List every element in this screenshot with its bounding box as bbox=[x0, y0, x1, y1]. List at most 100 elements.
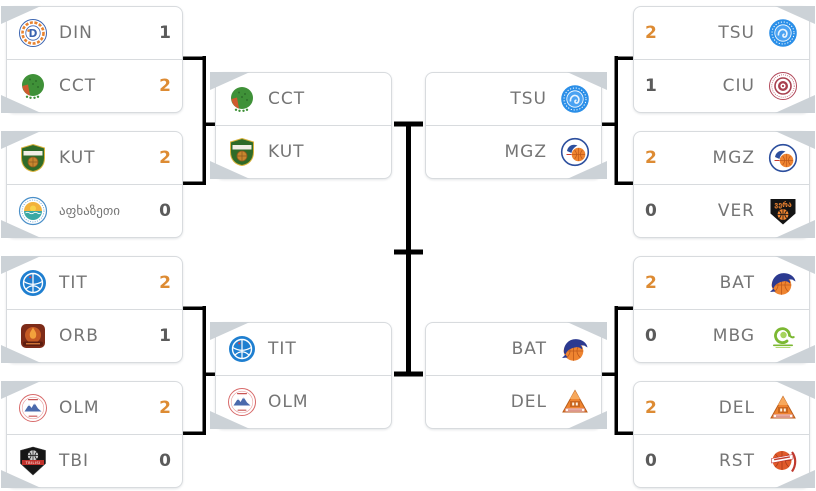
kut-logo bbox=[18, 143, 48, 173]
team-code: KUT bbox=[59, 148, 96, 168]
team-row-kut[interactable]: KUT bbox=[216, 125, 391, 178]
team-code: TIT bbox=[268, 339, 297, 359]
svg-text:TBILISI: TBILISI bbox=[25, 461, 41, 465]
team-code: OLM bbox=[268, 392, 309, 412]
tbi-logo: TBILISI bbox=[18, 446, 48, 476]
match-box: BAT DEL bbox=[425, 322, 607, 429]
team-score: 0 bbox=[645, 326, 657, 346]
olm-logo bbox=[18, 393, 48, 423]
team-code: DEL bbox=[510, 392, 547, 412]
tsu-logo bbox=[560, 84, 590, 114]
team-row-tsu[interactable]: TSU bbox=[426, 73, 601, 125]
team-score: 0 bbox=[159, 451, 171, 471]
team-row-bat[interactable]: BAT bbox=[426, 323, 601, 375]
team-row-cct[interactable]: CCT bbox=[216, 73, 391, 125]
match-box: 2 BAT 0 MBG bbox=[633, 256, 815, 363]
team-score: 0 bbox=[645, 201, 657, 221]
team-score: 2 bbox=[159, 273, 171, 293]
match-box: CCT KUT bbox=[210, 72, 392, 179]
bat-logo bbox=[768, 268, 798, 298]
team-code: აფხაზეთი bbox=[59, 203, 120, 219]
team-code: MGZ bbox=[504, 142, 547, 162]
team-score: 2 bbox=[645, 148, 657, 168]
team-score: 2 bbox=[159, 76, 171, 96]
team-score: 1 bbox=[159, 23, 171, 43]
svg-text:ვერა: ვერა bbox=[774, 201, 792, 209]
team-row-olm[interactable]: OLM 2 bbox=[7, 382, 182, 434]
team-score: 2 bbox=[645, 23, 657, 43]
bat-logo bbox=[560, 334, 590, 364]
team-row-tit[interactable]: TIT bbox=[216, 323, 391, 375]
mgz-logo bbox=[768, 143, 798, 173]
team-score: 1 bbox=[645, 76, 657, 96]
team-code: CCT bbox=[59, 76, 97, 96]
team-code: BAT bbox=[719, 273, 755, 293]
olm-logo bbox=[227, 387, 257, 417]
team-row-bat[interactable]: 2 BAT bbox=[634, 257, 809, 309]
team-row-tit[interactable]: TIT 2 bbox=[7, 257, 182, 309]
team-code: KUT bbox=[268, 142, 305, 162]
match-box: 2 MGZ 0 VER ვერა bbox=[633, 131, 815, 238]
tsu-logo bbox=[768, 18, 798, 48]
team-row-rst[interactable]: 0 RST bbox=[634, 434, 809, 487]
match-box: KUT 2 აფხაზეთი 0 bbox=[1, 131, 183, 238]
mgz-logo bbox=[560, 137, 590, 167]
team-row-mbg[interactable]: 0 MBG bbox=[634, 309, 809, 362]
team-code: MBG bbox=[712, 326, 755, 346]
team-row-olm[interactable]: OLM bbox=[216, 375, 391, 428]
team-score: 2 bbox=[159, 148, 171, 168]
ciu-logo bbox=[768, 71, 798, 101]
ver-logo: ვერა bbox=[768, 196, 798, 226]
match-box: TIT OLM bbox=[210, 322, 392, 429]
team-code: TSU bbox=[510, 89, 547, 109]
team-code: OLM bbox=[59, 398, 100, 418]
team-row-mgz[interactable]: 2 MGZ bbox=[634, 132, 809, 184]
team-score: 0 bbox=[645, 451, 657, 471]
team-code: CIU bbox=[722, 76, 755, 96]
orb-logo bbox=[18, 321, 48, 351]
team-row-ver[interactable]: 0 VER ვერა bbox=[634, 184, 809, 237]
team-code: CCT bbox=[268, 89, 306, 109]
team-code: VER bbox=[717, 201, 755, 221]
del-logo bbox=[768, 393, 798, 423]
team-row-cct[interactable]: CCT 2 bbox=[7, 59, 182, 112]
team-row-ciu[interactable]: 1 CIU bbox=[634, 59, 809, 112]
svg-text:D: D bbox=[29, 28, 38, 40]
team-score: 2 bbox=[645, 273, 657, 293]
cct-logo bbox=[227, 84, 257, 114]
tit-logo bbox=[227, 334, 257, 364]
team-score: 0 bbox=[159, 201, 171, 221]
kut-logo bbox=[227, 137, 257, 167]
team-code: DEL bbox=[718, 398, 755, 418]
del-logo bbox=[560, 387, 590, 417]
team-score: 2 bbox=[159, 398, 171, 418]
team-score: 1 bbox=[159, 326, 171, 346]
connector-final bbox=[394, 121, 423, 377]
team-code: MGZ bbox=[712, 148, 755, 168]
match-box: 2 TSU 1 CIU bbox=[633, 6, 815, 113]
din-logo: D bbox=[18, 18, 48, 48]
connector-left-top bbox=[183, 56, 215, 185]
team-row-del[interactable]: DEL bbox=[426, 375, 601, 428]
team-code: ORB bbox=[59, 326, 99, 346]
team-code: BAT bbox=[511, 339, 547, 359]
tit-logo bbox=[18, 268, 48, 298]
connector-right-top bbox=[602, 56, 633, 185]
team-row-აფხაზეთი[interactable]: აფხაზეთი 0 bbox=[7, 184, 182, 237]
team-row-mgz[interactable]: MGZ bbox=[426, 125, 601, 178]
connector-right-bottom bbox=[602, 306, 633, 435]
team-row-tsu[interactable]: 2 TSU bbox=[634, 7, 809, 59]
cct-logo bbox=[18, 71, 48, 101]
team-code: TSU bbox=[718, 23, 755, 43]
team-code: TIT bbox=[59, 273, 88, 293]
team-code: TBI bbox=[59, 451, 90, 471]
team-code: RST bbox=[719, 451, 755, 471]
team-row-orb[interactable]: ORB 1 bbox=[7, 309, 182, 362]
team-row-kut[interactable]: KUT 2 bbox=[7, 132, 182, 184]
team-row-tbi[interactable]: TBILISI TBI 0 bbox=[7, 434, 182, 487]
